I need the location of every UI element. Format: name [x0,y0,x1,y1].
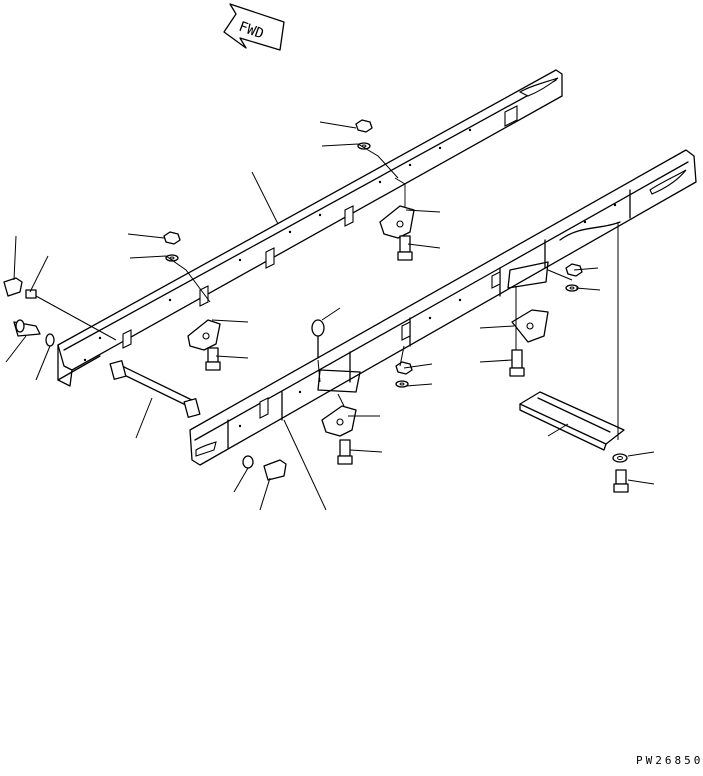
bracket-right-front [321,405,357,437]
bolt-left-rail-front [205,347,221,371]
cover-plate [519,391,625,451]
bolt-right-rail-rear [509,349,525,377]
nut-top [355,119,373,150]
bolt-left-rail-rear [397,235,413,261]
drawing-code: PW26850 [636,754,703,767]
eyebolt [311,319,325,359]
cross-member-tube [109,360,201,418]
bolt-cover [612,453,629,493]
nut-right-1 [565,263,583,292]
nut-right-2 [395,361,413,388]
right-frame-rail [189,149,697,466]
bolt-far-left [13,319,55,347]
fwd-arrow-icon: FWD [223,3,285,51]
bracket-left-rear [379,205,415,239]
bracket-right-rear [511,309,549,343]
bolt-lower-center [242,455,287,481]
plug-far-left [3,277,37,299]
nut-mid-left [163,231,181,262]
bracket-left-front [187,319,221,351]
left-frame-rail [57,69,563,387]
leader-lines [5,121,655,511]
bolt-right-rail-front [337,439,353,465]
